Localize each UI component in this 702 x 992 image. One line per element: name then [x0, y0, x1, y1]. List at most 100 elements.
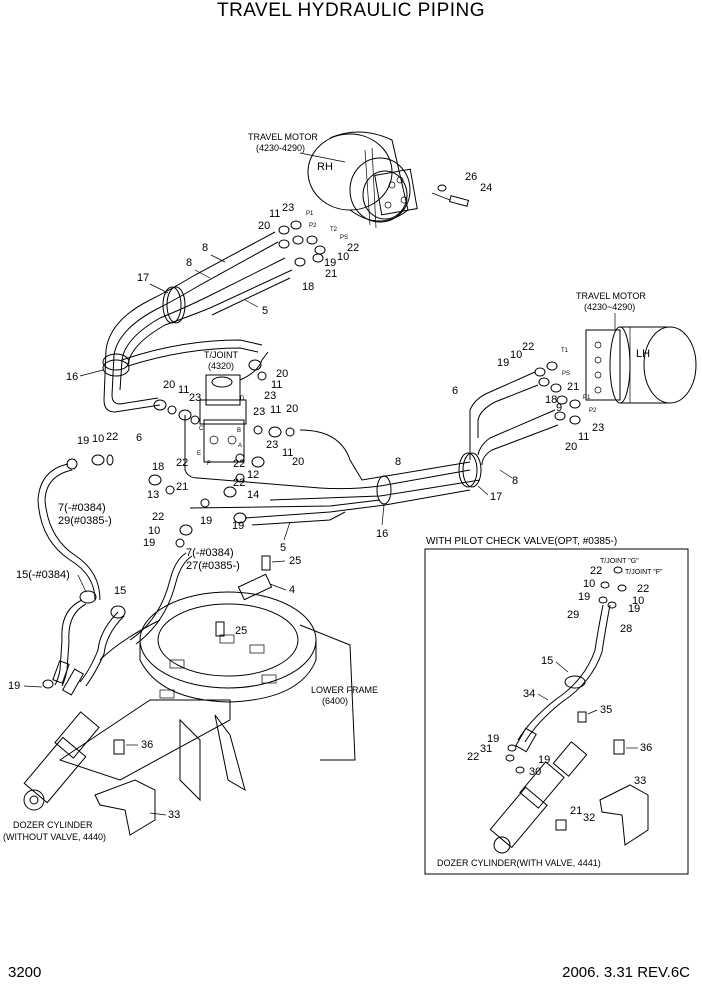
svg-text:P1: P1: [583, 395, 591, 401]
hoses-left-loop: 16: [66, 299, 263, 413]
dozer-cylinder-code: (WITHOUT VALVE, 4440): [3, 832, 106, 842]
svg-text:22: 22: [637, 583, 649, 595]
t-joint-4320: T/JOINT (4320) DC BA EF: [197, 350, 269, 467]
svg-text:T1: T1: [561, 348, 569, 354]
dozer-cylinder-valve-label: DOZER CYLINDER(WITH VALVE, 4441): [437, 858, 601, 868]
tjoint-code: (4320): [208, 361, 234, 371]
svg-text:11: 11: [578, 431, 589, 443]
svg-text:33: 33: [634, 775, 646, 787]
tjoint-g-label: T/JOINT "G": [600, 558, 639, 565]
svg-text:20: 20: [565, 441, 577, 453]
svg-text:25: 25: [235, 625, 247, 637]
svg-text:12: 12: [247, 469, 259, 481]
svg-text:19: 19: [578, 591, 590, 603]
svg-text:20: 20: [292, 456, 304, 468]
lower-frame-label: LOWER FRAME: [311, 685, 378, 695]
svg-text:8: 8: [186, 257, 192, 269]
part-27-label: 27(#0385-): [186, 560, 240, 572]
svg-text:10: 10: [510, 349, 522, 361]
svg-text:30: 30: [529, 766, 541, 778]
svg-text:34: 34: [523, 688, 535, 700]
svg-text:23: 23: [282, 202, 294, 214]
svg-text:17: 17: [490, 491, 502, 503]
rh-label: RH: [317, 161, 333, 173]
svg-text:22: 22: [467, 751, 479, 763]
svg-text:31: 31: [480, 743, 492, 755]
svg-text:22: 22: [233, 458, 245, 470]
svg-text:5: 5: [262, 305, 268, 317]
svg-text:19: 19: [232, 520, 244, 532]
svg-text:10: 10: [583, 578, 595, 590]
travel-motor-rh-code: (4230-4290): [256, 143, 305, 153]
svg-text:23: 23: [253, 406, 265, 418]
svg-text:D: D: [240, 396, 245, 402]
svg-text:22: 22: [233, 477, 245, 489]
svg-text:17: 17: [137, 272, 149, 284]
svg-text:22: 22: [347, 242, 359, 254]
svg-text:9: 9: [556, 402, 562, 414]
svg-text:11: 11: [270, 404, 281, 416]
svg-text:5: 5: [280, 542, 286, 554]
svg-text:8: 8: [512, 475, 518, 487]
svg-text:22: 22: [590, 565, 602, 577]
svg-text:22: 22: [176, 457, 188, 469]
tjoint-label: T/JOINT: [204, 350, 238, 360]
svg-text:15: 15: [114, 585, 126, 597]
svg-text:11: 11: [271, 379, 282, 391]
svg-text:25: 25: [289, 555, 301, 567]
page-title: TRAVEL HYDRAULIC PIPING: [216, 0, 486, 21]
travel-motor-lh-label: TRAVEL MOTOR: [576, 291, 646, 301]
hoses-rh: 88 17 5: [137, 231, 293, 326]
svg-text:33: 33: [168, 809, 180, 821]
lh-label: LH: [636, 348, 650, 360]
svg-text:15: 15: [541, 655, 553, 667]
svg-text:19: 19: [143, 537, 155, 549]
travel-motor-rh-label: TRAVEL MOTOR: [248, 132, 318, 142]
svg-text:19: 19: [200, 515, 212, 527]
svg-text:21: 21: [567, 381, 579, 393]
svg-text:23: 23: [264, 390, 276, 402]
svg-text:24: 24: [480, 182, 492, 194]
svg-text:19: 19: [77, 435, 89, 447]
svg-text:36: 36: [141, 739, 153, 751]
svg-text:19: 19: [497, 357, 509, 369]
svg-text:20: 20: [276, 368, 288, 380]
svg-text:11: 11: [282, 447, 293, 459]
svg-text:P2: P2: [589, 408, 597, 414]
svg-text:P2: P2: [309, 223, 317, 229]
svg-text:29: 29: [567, 609, 579, 621]
svg-text:P1: P1: [306, 211, 314, 217]
inset-title: WITH PILOT CHECK VALVE(OPT, #0385-): [426, 536, 617, 547]
svg-text:16: 16: [376, 528, 388, 540]
svg-text:21: 21: [176, 481, 188, 493]
svg-text:19: 19: [487, 733, 499, 745]
svg-text:14: 14: [247, 489, 259, 501]
svg-text:E: E: [197, 451, 201, 457]
svg-text:20: 20: [286, 403, 298, 415]
svg-text:F: F: [207, 461, 211, 467]
part-15-label-a: 15(-#0384): [16, 569, 70, 581]
part-7-label-a: 7(-#0384): [58, 502, 106, 514]
svg-text:B: B: [237, 428, 241, 434]
svg-text:18: 18: [302, 281, 314, 293]
svg-text:20: 20: [258, 220, 270, 232]
svg-text:26: 26: [465, 171, 477, 183]
svg-text:19: 19: [324, 257, 336, 269]
dozer-cylinder-label: DOZER CYLINDER: [13, 820, 93, 830]
svg-text:16: 16: [66, 371, 78, 383]
tjoint-f-label: T/JOINT "F": [625, 569, 663, 576]
svg-text:19: 19: [628, 603, 640, 615]
svg-text:28: 28: [620, 623, 632, 635]
svg-text:22: 22: [522, 341, 534, 353]
part-7-label-b: 7(-#0384): [186, 547, 234, 559]
hoses-center: 8 16 5: [184, 415, 482, 554]
svg-text:6: 6: [136, 432, 142, 444]
svg-text:10: 10: [92, 433, 104, 445]
lower-frame-code: (6400): [322, 696, 348, 706]
hoses-dozer: 7(-#0384) 29(#0385-) 15(-#0384) 19 15 7(…: [8, 463, 240, 696]
svg-text:35: 35: [600, 704, 612, 716]
